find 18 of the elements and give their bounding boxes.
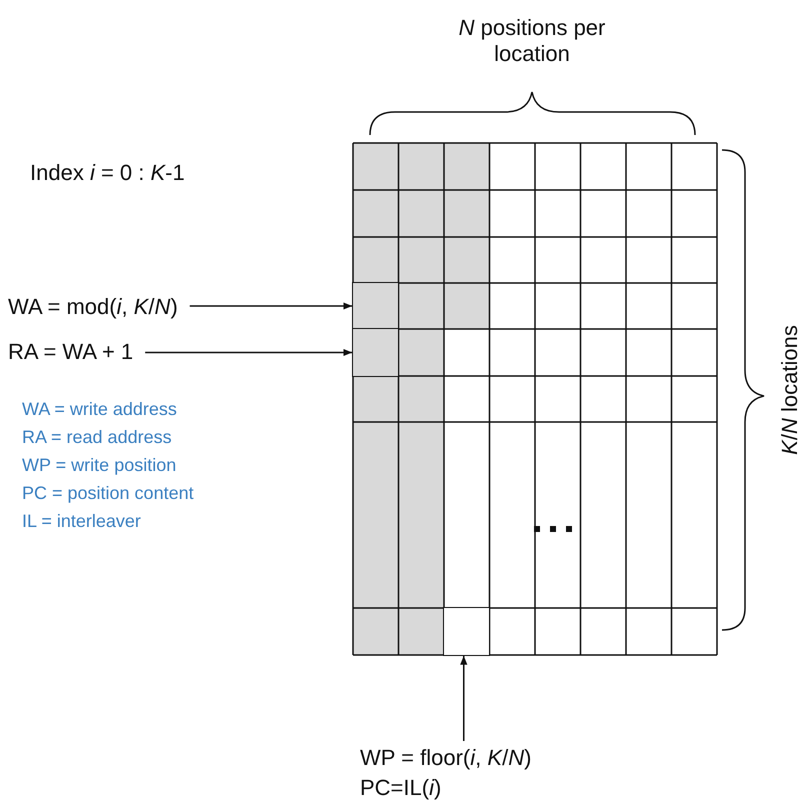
memory-cell xyxy=(352,282,400,330)
formula-text: PC=IL(i) xyxy=(360,775,442,801)
memory-cell xyxy=(443,607,490,656)
axis-label: K/N locations xyxy=(777,325,803,455)
index-text: Index i = 0 : K-1 xyxy=(30,160,185,186)
heading-text: N positions per location xyxy=(458,15,606,67)
formula-text: RA = WA + 1 xyxy=(8,339,134,365)
arrow xyxy=(190,302,352,310)
abbreviation-text: WA = write address xyxy=(22,398,177,420)
abbreviation-text: IL = interleaver xyxy=(22,510,141,532)
memory-cell xyxy=(352,328,400,377)
formula-text: WA = mod(i, K/N) xyxy=(8,294,178,320)
arrow xyxy=(145,348,352,356)
abbreviation-text: WP = write position xyxy=(22,454,176,476)
arrow xyxy=(460,656,468,741)
formula-text: WP = floor(i, K/N) xyxy=(360,745,532,771)
abbreviation-text: RA = read address xyxy=(22,426,172,448)
abbreviation-text: PC = position content xyxy=(22,482,194,504)
